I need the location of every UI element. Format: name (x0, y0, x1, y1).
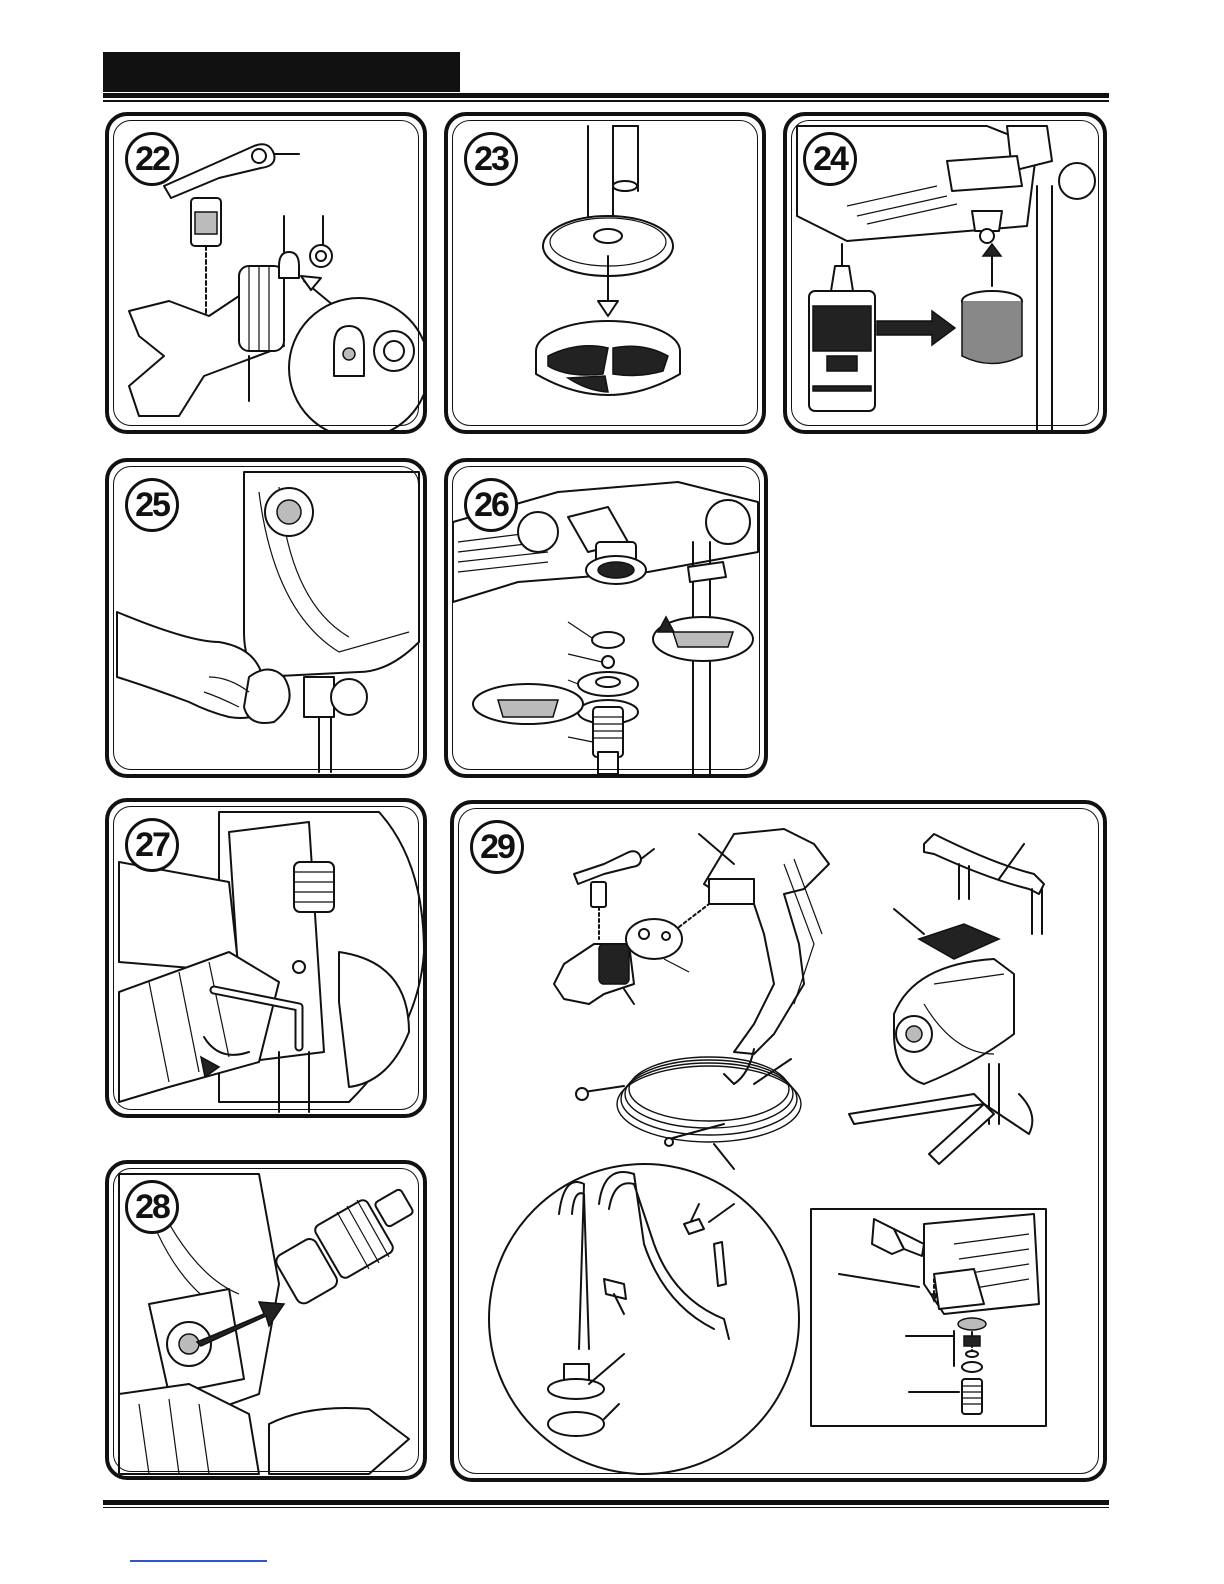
step-26-panel: 26 (444, 458, 768, 778)
step-28-panel: 28 (105, 1160, 427, 1480)
step-23-number: 23 (464, 132, 518, 186)
header-bar (103, 52, 460, 92)
step-22-number: 22 (125, 132, 179, 186)
footer-link-underline[interactable] (130, 1560, 267, 1562)
step-29-panel: 29 (450, 800, 1107, 1482)
step-29-number: 29 (470, 820, 524, 874)
step-24-panel: 24 (783, 112, 1107, 434)
step-28-number: 28 (125, 1180, 179, 1234)
arrow-icon (877, 311, 955, 345)
footer-rule-thin (103, 1507, 1109, 1508)
step-27-number: 27 (125, 818, 179, 872)
step-27-panel: 27 (105, 798, 427, 1118)
step-26-number: 26 (464, 478, 518, 532)
step-22-panel: 22 (105, 112, 427, 434)
step-23-panel: 23 (444, 112, 766, 434)
step-25-number: 25 (125, 478, 179, 532)
step-24-number: 24 (803, 132, 857, 186)
step-25-panel: 25 (105, 458, 427, 778)
header-rule (103, 93, 1109, 98)
footer-rule (103, 1500, 1109, 1505)
step-29-illustration (454, 804, 1107, 1482)
oil-bottle-icon (809, 244, 875, 411)
header-rule-thin (103, 100, 1109, 102)
